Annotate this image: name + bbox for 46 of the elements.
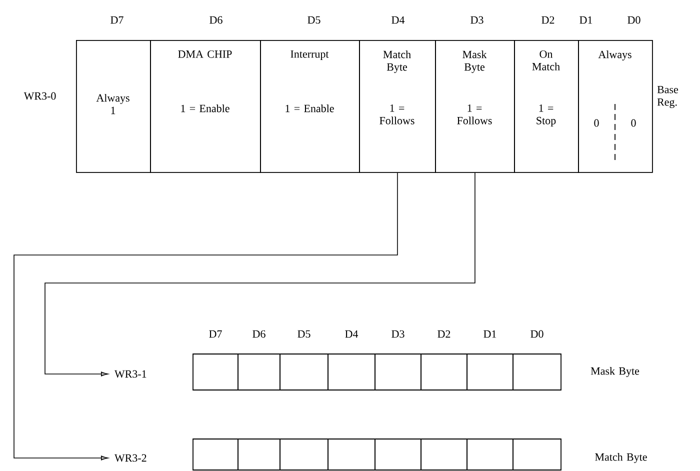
bit-box [328,438,376,470]
register-cell: Always 1 [76,40,151,173]
register-cell: Match Byte 1 = Follows [359,40,436,173]
bit-label: D6 [252,330,266,338]
register-cell: DMA CHIP 1 = Enable [150,40,261,173]
arrow [14,172,398,460]
register-label: WR3-1 [114,370,146,378]
bit-label: D1 [484,330,496,338]
bit-box [420,438,468,470]
register-note: Mask Byte [590,367,640,377]
bit-box [192,354,238,390]
bit-box [280,354,328,390]
bit-label: D2 [438,330,450,338]
bit-box [466,354,514,390]
bit-box [512,354,562,390]
bit-box [238,438,280,470]
bit-box [374,438,422,470]
arrow [44,172,476,376]
bit-label: D1 [580,16,592,24]
register-cell: Interrupt 1 = Enable [260,40,360,173]
register-cell: On Match 1 = Stop [514,40,579,173]
bit-box [328,354,376,390]
bit-box [466,438,514,470]
bit-label: D0 [530,330,544,338]
bit-label: D0 [628,16,640,24]
bit-box [420,354,468,390]
bit-label: D2 [542,16,554,24]
bit-box [238,354,280,390]
register-label: WR3-0 [24,92,56,100]
bit-label: D3 [470,16,484,24]
bit-label: D4 [392,16,405,24]
bit-label: D5 [298,330,310,338]
bit-box [192,438,238,470]
bit-label: D7 [110,16,124,24]
register-label: WR3-2 [114,454,146,462]
bit-box [374,354,422,390]
bit-label: D4 [345,330,358,338]
register-cell: Always 0 0 [578,40,653,173]
bit-label: D7 [209,330,222,338]
bit-label: D5 [308,16,320,24]
register-note: Match Byte [595,453,647,463]
register-cell: Mask Byte 1 = Follows [435,40,515,173]
bit-box [280,438,328,470]
bit-label: D6 [210,16,222,24]
bit-box [512,438,562,470]
bit-label: D3 [392,330,404,338]
